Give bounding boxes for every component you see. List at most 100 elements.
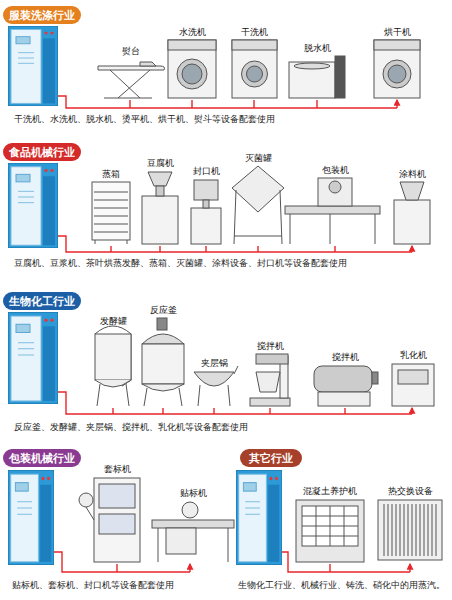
equipment-name: 涂料机 — [390, 169, 434, 180]
equipment-name: 乳化机 — [388, 350, 438, 361]
equipment-name: 热交换设备 — [374, 486, 446, 497]
reactor-dome — [142, 334, 184, 344]
dry-cleaner-panel — [232, 40, 277, 50]
curing-machine-body — [296, 500, 364, 562]
equipment-name: 水洗机 — [166, 27, 218, 38]
labeler-legs — [158, 528, 228, 562]
equipment-name: 脱水机 — [286, 43, 348, 54]
equipment-name: 灭菌罐 — [230, 153, 286, 164]
extractor-lid — [294, 63, 330, 69]
sleeving-window — [99, 484, 135, 508]
industry-tag: 包装机械行业 — [3, 449, 81, 467]
reactor-legs — [144, 388, 182, 406]
steam-generator — [8, 470, 54, 565]
usage-caption: 豆腐机、豆浆机、茶叶烘蒸发酵、蒸箱、灭菌罐、涂料设备、封口机等设备配套使用 — [14, 258, 347, 269]
heat-exchanger-plates — [384, 504, 436, 556]
equipment-label-box: 反应釜 — [138, 305, 188, 407]
washer-door — [177, 59, 207, 89]
tofu-machine-body — [142, 196, 178, 244]
equipment-label-box: 混凝土养护机 — [292, 486, 368, 562]
reactor-body — [142, 344, 184, 384]
steam-generator — [236, 470, 282, 565]
industry-name: 服装洗涤行业 — [3, 6, 81, 24]
equipment-name: 蒸箱 — [89, 169, 133, 180]
equipment-name: 混凝土养护机 — [292, 486, 368, 497]
equipment-label-box: 发酵罐 — [88, 316, 138, 407]
sealer-column — [203, 200, 209, 208]
dryer-panel — [374, 40, 420, 50]
horizontal-mixer-motor — [372, 372, 378, 384]
dry-cleaner-body — [232, 40, 277, 98]
sleeving-cabinet — [94, 478, 140, 562]
extractor-body — [289, 62, 335, 98]
reactor-motor — [157, 318, 167, 330]
labeler-table — [152, 520, 234, 528]
industry-name: 其它行业 — [240, 449, 302, 467]
sterilizer-stand — [234, 190, 282, 244]
equipment-label-box: 搅拌机 — [246, 341, 294, 407]
usage-caption: 贴标机、套标机、封口机等设备配套使用 — [12, 580, 174, 591]
sealer-head — [194, 180, 218, 200]
fermenter-legs — [97, 384, 129, 406]
equipment-label-box: 热交换设备 — [374, 486, 446, 562]
heat-exchanger-frame — [378, 500, 442, 560]
equipment-label-box: 豆腐机 — [136, 158, 184, 244]
ironing-board — [98, 66, 165, 70]
industry-tag: 服装洗涤行业 — [3, 6, 81, 24]
horizontal-mixer-base — [318, 392, 370, 406]
equipment-label-box: 水洗机 — [166, 27, 218, 98]
equipment-name: 反应釜 — [138, 305, 188, 316]
curing-machine-window — [302, 506, 358, 546]
packer-unit — [318, 178, 352, 206]
kettle-stand — [198, 366, 238, 406]
sleeve-feed — [86, 507, 94, 520]
horizontal-mixer-drum — [314, 366, 372, 392]
equipment-label-box: 脱水机 — [286, 43, 348, 98]
equipment-name: 豆腐机 — [136, 158, 184, 169]
mixer-head — [256, 354, 288, 364]
industry-tag: 其它行业 — [240, 449, 302, 467]
ironing-legs — [104, 70, 152, 98]
equipment-name: 夹层锅 — [190, 358, 238, 369]
equipment-name: 干洗机 — [229, 27, 280, 38]
coater-cone — [400, 182, 424, 200]
fermenter-outline — [95, 326, 131, 386]
tofu-hopper — [148, 172, 172, 186]
packer-reel — [329, 181, 341, 193]
equipment-label-box: 涂料机 — [390, 169, 434, 244]
washer-panel — [168, 40, 216, 50]
cabinet-shelves — [94, 192, 128, 244]
dryer-drum — [388, 65, 406, 83]
equipment-name: 发酵罐 — [88, 316, 138, 327]
equipment-label-box: 封口机 — [186, 166, 226, 244]
equipment-label-box: 乳化机 — [388, 350, 438, 407]
iron — [140, 62, 156, 66]
steam-pipe — [58, 392, 412, 414]
industry-name: 生物化工行业 — [3, 292, 81, 310]
usage-caption: 生物化工行业、机械行业、铸洗、硝化中的用蒸汽。 — [238, 580, 445, 591]
dry-cleaner-door — [242, 61, 268, 87]
dry-cleaner-drum — [247, 66, 263, 82]
industry-tag: 生物化工行业 — [3, 292, 81, 310]
equipment-name: 贴标机 — [152, 488, 234, 499]
steam-generator — [8, 312, 58, 404]
equipment-name: 包装机 — [300, 165, 370, 176]
equipment-name: 烘干机 — [371, 27, 423, 38]
equipment-label-box: 烘干机 — [371, 27, 423, 98]
usage-caption: 干洗机、水洗机、脱水机、烫平机、烘干机、熨斗等设备配套使用 — [14, 114, 275, 125]
equipment-name: 搅拌机 — [315, 352, 375, 363]
equipment-label-box: 搅拌机 — [315, 352, 375, 407]
steam-branch — [111, 246, 412, 252]
steam-branch — [113, 408, 412, 414]
labeler-cabinet — [166, 528, 196, 554]
equipment-label-box: 包装机 — [300, 165, 370, 244]
equipment-name: 搅拌机 — [246, 341, 294, 352]
equipment-label-box: 贴标机 — [152, 488, 234, 562]
steam-branch — [117, 564, 190, 572]
steam-branch — [330, 564, 410, 572]
equipment-label-box: 蒸箱 — [89, 169, 133, 244]
sealer-body — [191, 208, 221, 244]
conveyor — [285, 206, 380, 214]
usage-caption: 反应釜、发酵罐、夹层锅、搅拌机、乳化机等设备配套使用 — [14, 422, 248, 433]
fermenter-body — [95, 334, 131, 380]
